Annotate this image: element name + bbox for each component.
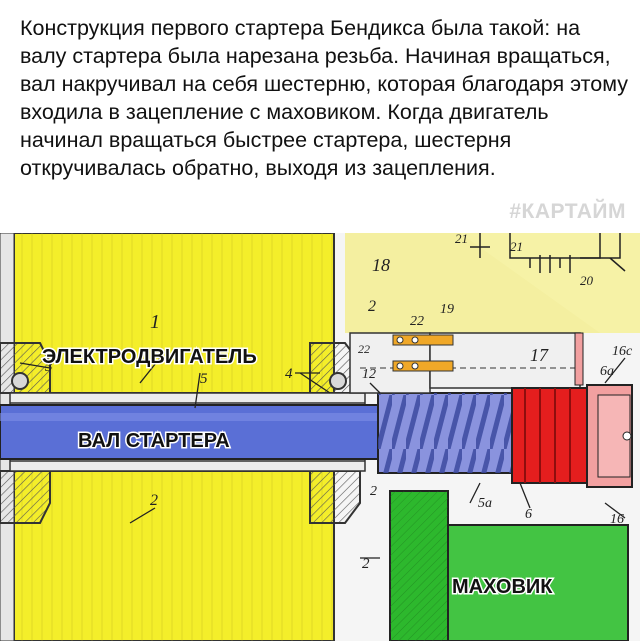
part-number-1: 1 (150, 311, 160, 333)
label-shaft: ВАЛ СТАРТЕРА (78, 430, 230, 452)
part-number-17: 17 (530, 345, 549, 365)
part-number-2c: 2 (370, 484, 377, 499)
label-flywheel: МАХОВИК (452, 576, 553, 598)
label-motor: ЭЛЕКТРОДВИГАТЕЛЬ (42, 346, 257, 368)
part-number-5: 5 (200, 371, 208, 387)
part-number-21b: 21 (455, 233, 468, 246)
pinion-gear (511, 387, 588, 484)
caption-text: Конструкция первого стартера Бендикса бы… (20, 16, 628, 180)
part-number-16c: 16c (612, 344, 633, 359)
part-number-21: 21 (510, 239, 523, 254)
part-number-22b: 22 (358, 342, 370, 356)
flywheel (447, 524, 629, 641)
watermark: #КАРТАЙМ (509, 200, 626, 223)
part-number-2b: 2 (150, 492, 158, 509)
bendix-diagram: 21 21 20 18 1 2 22 19 22 17 16c 6a 3 5 4… (0, 233, 640, 641)
part-number-19: 19 (440, 302, 454, 317)
part-number-16: 16 (610, 512, 624, 527)
housing-left-bottom (0, 470, 51, 524)
part-number-20: 20 (580, 273, 594, 288)
part-number-18: 18 (372, 255, 390, 275)
part-number-2d: 2 (362, 556, 370, 572)
part-number-2a: 2 (368, 298, 376, 315)
part-number-22: 22 (410, 314, 424, 329)
part-number-6: 6 (525, 507, 532, 522)
part-number-5a: 5a (478, 496, 492, 511)
part-number-4: 4 (285, 366, 293, 382)
part-number-6a: 6a (600, 364, 614, 379)
part-number-3: 3 (44, 359, 53, 375)
part-number-12: 12 (362, 367, 376, 382)
